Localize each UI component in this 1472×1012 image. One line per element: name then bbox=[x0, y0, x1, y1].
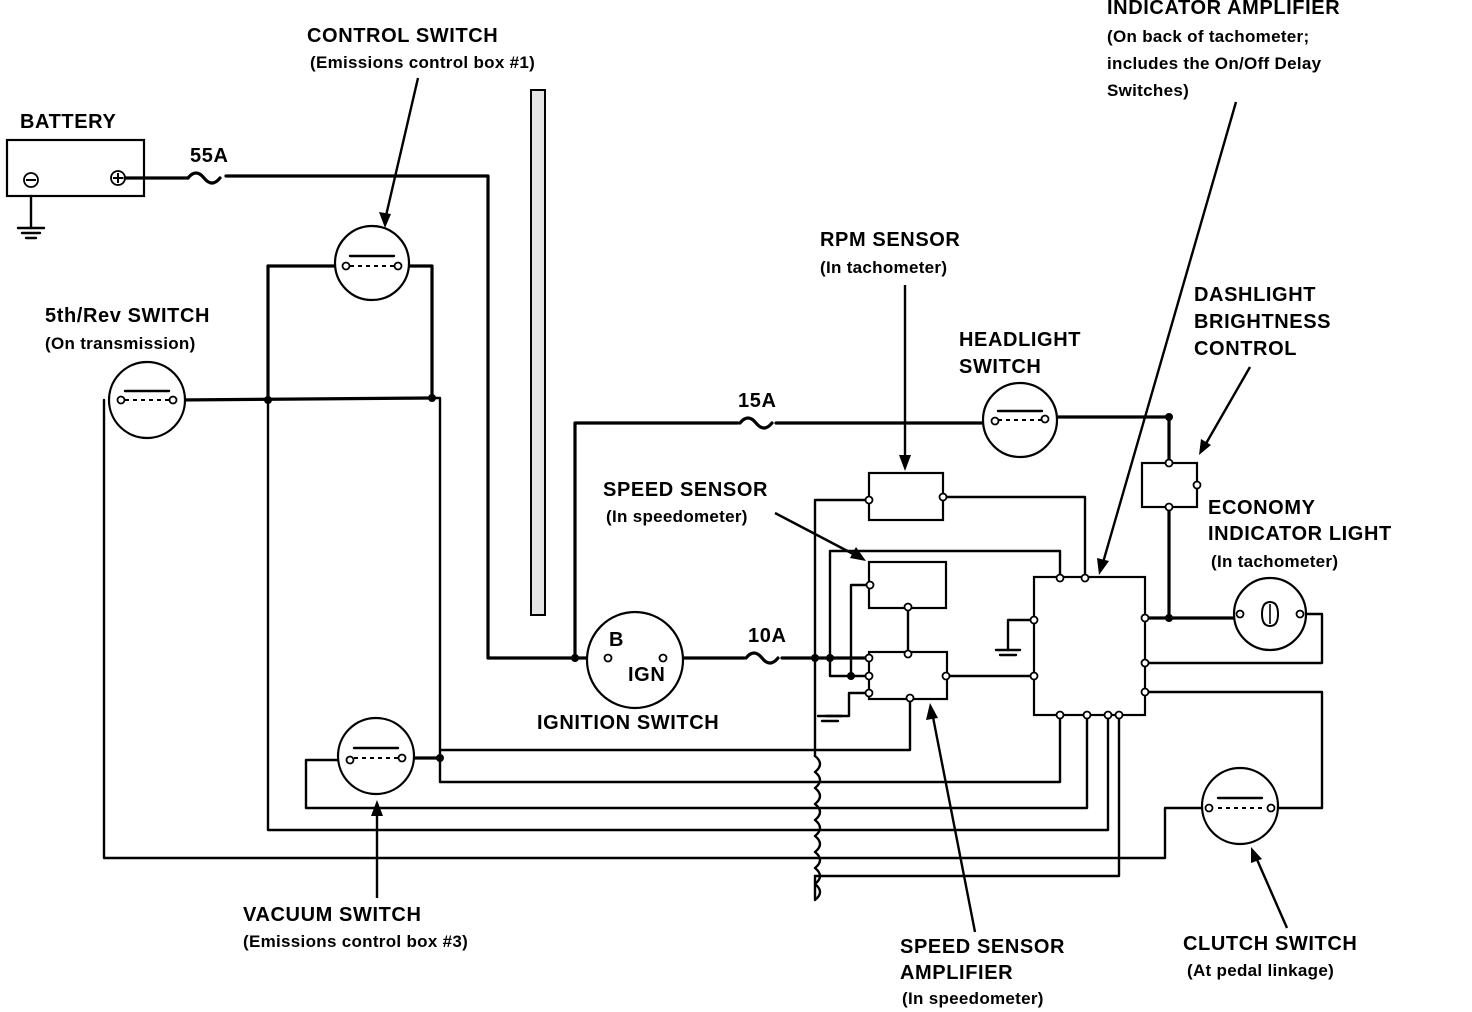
speed-sensor-amplifier-box bbox=[864, 649, 951, 703]
indicator-amplifier-location-1: (On back of tachometer; bbox=[1107, 27, 1309, 46]
rpm-sensor-location: (In tachometer) bbox=[820, 258, 947, 277]
headlight-switch-label-2: SWITCH bbox=[959, 356, 1041, 378]
headlight-switch bbox=[981, 381, 1059, 459]
speed-sensor-amplifier-label-1: SPEED SENSOR bbox=[900, 936, 1065, 958]
fifth-rev-switch-label: 5th/Rev SWITCH bbox=[45, 305, 210, 327]
speed-sensor-location: (In speedometer) bbox=[606, 507, 748, 526]
fuse-55a-label: 55A bbox=[190, 145, 229, 167]
ignition-ign-terminal-label: IGN bbox=[628, 664, 665, 686]
rpm-sensor-label: RPM SENSOR bbox=[820, 229, 960, 251]
economy-indicator-label-1: ECONOMY bbox=[1208, 497, 1316, 519]
pointer-arrows bbox=[371, 77, 1289, 933]
control-switch-location: (Emissions control box #1) bbox=[310, 53, 535, 72]
speed-sensor-amplifier-label-2: AMPLIFIER bbox=[900, 962, 1013, 984]
rpm-sensor-box bbox=[864, 471, 948, 522]
clutch-switch-label: CLUTCH SWITCH bbox=[1183, 933, 1357, 955]
economy-indicator-light bbox=[1232, 576, 1308, 652]
wiring bbox=[102, 171, 1324, 902]
fuse-10a-label: 10A bbox=[748, 625, 787, 647]
speed-sensor-amplifier-location: (In speedometer) bbox=[902, 989, 1044, 1008]
battery-negative-terminal bbox=[23, 172, 39, 188]
clutch-switch bbox=[1200, 766, 1280, 846]
ignition-b-terminal-label: B bbox=[609, 629, 624, 651]
clutch-switch-location: (At pedal linkage) bbox=[1187, 961, 1334, 980]
vacuum-switch-label: VACUUM SWITCH bbox=[243, 904, 422, 926]
junction-dots bbox=[264, 394, 1173, 762]
cable-conduit bbox=[530, 89, 546, 616]
indicator-amplifier-label: INDICATOR AMPLIFIER bbox=[1107, 0, 1340, 19]
battery-label: BATTERY bbox=[20, 111, 116, 133]
speed-sensor-label: SPEED SENSOR bbox=[603, 479, 768, 501]
speed-sensor-box bbox=[865, 560, 948, 612]
indicator-amplifier-location-3: Switches) bbox=[1107, 81, 1189, 100]
indicator-amplifier-location-2: includes the On/Off Delay bbox=[1107, 54, 1322, 73]
indicator-amplifier-box bbox=[1029, 573, 1150, 720]
battery-positive-terminal bbox=[110, 170, 126, 186]
battery bbox=[5, 138, 146, 198]
headlight-switch-label-1: HEADLIGHT bbox=[959, 329, 1081, 351]
fifth-rev-switch bbox=[107, 360, 187, 440]
vacuum-switch bbox=[336, 716, 416, 796]
labels: BATTERY 55A CONTROL SWITCH (Emissions co… bbox=[20, 0, 1392, 1008]
fuse-15a-label: 15A bbox=[738, 390, 777, 412]
fifth-rev-switch-location: (On transmission) bbox=[45, 334, 196, 353]
ignition-switch-label: IGNITION SWITCH bbox=[537, 712, 719, 734]
economy-indicator-label-2: INDICATOR LIGHT bbox=[1208, 523, 1392, 545]
dashlight-brightness-box bbox=[1140, 458, 1202, 512]
control-switch bbox=[333, 224, 411, 302]
dashlight-label-3: CONTROL bbox=[1194, 338, 1297, 360]
control-switch-label: CONTROL SWITCH bbox=[307, 25, 498, 47]
dashlight-label-2: BRIGHTNESS bbox=[1194, 311, 1331, 333]
economy-indicator-location: (In tachometer) bbox=[1211, 552, 1338, 571]
dashlight-label-1: DASHLIGHT bbox=[1194, 284, 1316, 306]
vacuum-switch-location: (Emissions control box #3) bbox=[243, 932, 468, 951]
battery-ground-symbol bbox=[16, 194, 46, 240]
ignition-switch bbox=[585, 610, 685, 710]
